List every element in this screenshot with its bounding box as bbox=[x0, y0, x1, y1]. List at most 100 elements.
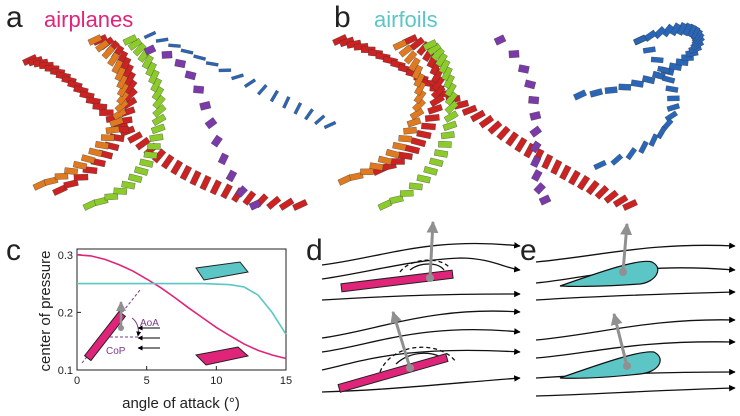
ribbon-segment bbox=[63, 179, 79, 189]
ribbon-segment bbox=[389, 195, 404, 205]
panel-title-airfoils: airfoils bbox=[374, 7, 438, 32]
airfoil-trajectory-orange bbox=[337, 39, 427, 186]
ribbon-segment bbox=[667, 95, 680, 102]
ribbon-segment bbox=[421, 122, 436, 131]
ribbon-segment bbox=[360, 168, 374, 175]
ribbon-segment bbox=[414, 80, 427, 96]
panel-label-d: d bbox=[306, 234, 323, 267]
ribbon-segment bbox=[209, 179, 222, 196]
ribbon-segment bbox=[538, 194, 552, 206]
airfoil-trajectory-blue-2 bbox=[593, 34, 680, 171]
ribbon-segment bbox=[633, 34, 647, 46]
ribbon-segment bbox=[518, 64, 530, 74]
ribbon-segment bbox=[132, 42, 147, 57]
ribbon-segment bbox=[189, 170, 202, 186]
ribbon-segment bbox=[73, 173, 89, 181]
ribbon-segment bbox=[235, 185, 248, 198]
ribbon-segment bbox=[155, 37, 169, 43]
airfoil-flow-diagram bbox=[535, 222, 736, 397]
ribbon-segment bbox=[529, 125, 543, 138]
ribbon-segment bbox=[559, 164, 572, 181]
ribbon-segment bbox=[100, 134, 115, 142]
ribbon-segment bbox=[80, 154, 96, 164]
x-tick-label: 0 bbox=[74, 375, 80, 387]
ribbon-segment bbox=[293, 102, 303, 115]
ribbon-segment bbox=[269, 89, 279, 103]
ribbon-segment bbox=[657, 65, 671, 74]
ribbon-segment bbox=[101, 45, 116, 60]
ribbon-segment bbox=[392, 141, 407, 151]
ribbon-segment bbox=[210, 134, 223, 148]
ribbon-segment bbox=[440, 131, 455, 140]
ribbon-segment bbox=[438, 59, 451, 74]
ribbon-segment bbox=[199, 101, 212, 111]
ribbon-segment bbox=[248, 199, 262, 211]
ribbon-segment bbox=[585, 180, 600, 196]
ribbon-segment bbox=[514, 137, 528, 153]
ribbon-segment bbox=[193, 54, 206, 61]
x-tick-label: 15 bbox=[280, 375, 292, 387]
plot-frame bbox=[76, 248, 287, 371]
ribbon-segment bbox=[496, 125, 511, 141]
ribbon-segment bbox=[622, 199, 638, 211]
ribbon-segment bbox=[323, 120, 337, 130]
ribbon-segment bbox=[180, 48, 194, 55]
ribbon-segment bbox=[661, 75, 676, 84]
ribbon-segment bbox=[664, 110, 678, 122]
panel-label-b: b bbox=[334, 1, 351, 34]
ribbon-segment bbox=[392, 39, 408, 51]
airfoil-plate-icon bbox=[195, 261, 249, 281]
ribbon-segment bbox=[593, 159, 607, 171]
ribbon-segment bbox=[638, 140, 649, 154]
aoa-label: AoA bbox=[140, 318, 159, 329]
ribbon-segment bbox=[143, 150, 158, 160]
panel-label-a: a bbox=[6, 1, 23, 34]
ribbon-segment bbox=[661, 23, 675, 38]
ribbon-segment bbox=[184, 70, 197, 81]
ribbon-segment bbox=[134, 166, 149, 176]
airfoil-trajectory-blue bbox=[573, 21, 705, 101]
ribbon-segment bbox=[400, 189, 414, 197]
ribbon-segment bbox=[141, 54, 154, 70]
panel-label-e: e bbox=[520, 234, 537, 267]
ribbon-segment bbox=[412, 98, 426, 113]
ribbon-segment bbox=[390, 158, 405, 165]
ribbon-segment bbox=[398, 135, 413, 143]
ribbon-segment bbox=[147, 143, 161, 150]
ribbon-segment bbox=[424, 114, 440, 122]
airplane-plate-icon bbox=[194, 346, 250, 366]
ribbon-segment bbox=[470, 109, 486, 123]
ribbon-segment bbox=[205, 61, 219, 67]
ribbon-segment bbox=[385, 148, 400, 159]
ribbon-segment bbox=[161, 50, 173, 59]
ribbon-segment bbox=[127, 173, 143, 183]
ribbon-segment bbox=[618, 83, 632, 91]
trajectory-ribbons bbox=[22, 21, 705, 211]
series-line-airfoils bbox=[77, 282, 287, 335]
ribbon-segment bbox=[151, 113, 167, 126]
ribbon-segment bbox=[576, 175, 591, 191]
y-tick-label: 0.1 bbox=[58, 365, 73, 377]
ribbon-segment bbox=[231, 73, 244, 81]
ribbon-segment bbox=[107, 52, 120, 67]
ribbon-segment bbox=[603, 189, 619, 204]
ribbon-segment bbox=[478, 114, 495, 129]
ribbon-segment bbox=[461, 104, 478, 116]
ribbon-segment bbox=[656, 125, 667, 140]
ribbon-segment bbox=[87, 34, 103, 46]
ribbon-segment bbox=[174, 58, 186, 69]
ribbon-segment bbox=[443, 110, 459, 123]
ribbon-segment bbox=[650, 56, 664, 64]
ribbon-segment bbox=[398, 44, 413, 58]
y-tick-label: 0.3 bbox=[58, 250, 73, 262]
ribbon-segment bbox=[438, 140, 452, 148]
ribbon-segment bbox=[170, 159, 184, 176]
ribbon-segment bbox=[610, 153, 624, 166]
ribbon-segment bbox=[266, 195, 282, 210]
ribbon-segment bbox=[630, 79, 644, 88]
ribbon-segment bbox=[193, 85, 205, 94]
ribbon-segment bbox=[550, 159, 563, 175]
ribbon-segment bbox=[411, 64, 424, 80]
